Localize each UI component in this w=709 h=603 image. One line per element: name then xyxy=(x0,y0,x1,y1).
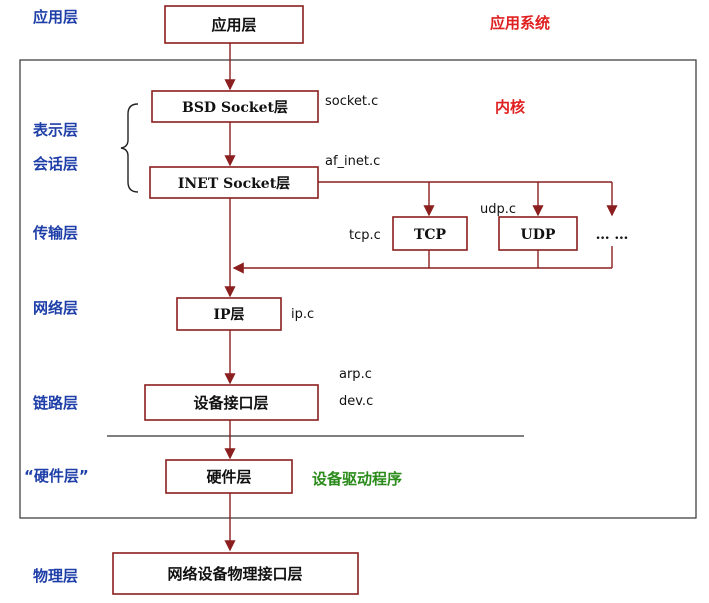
file-arp-c: arp.c xyxy=(339,367,372,382)
kernel-frame xyxy=(19,59,697,519)
hardware-box-label: 硬件层 xyxy=(206,468,251,486)
file-dev-c: dev.c xyxy=(339,394,373,409)
file-ip-c: ip.c xyxy=(291,307,314,322)
file-udp-c: udp.c xyxy=(480,202,516,217)
label-network-layer: 网络层 xyxy=(33,299,78,317)
app-layer-box: 应用层 xyxy=(164,5,304,44)
ip-layer-label: IP层 xyxy=(213,307,244,323)
bsd-socket-box: BSD Socket层 xyxy=(151,90,319,123)
label-presentation-layer: 表示层 xyxy=(33,121,78,139)
label-app-system: 应用系统 xyxy=(490,14,550,32)
physical-interface-box: 网络设备物理接口层 xyxy=(112,552,359,595)
label-link-layer: 链路层 xyxy=(33,394,78,412)
label-device-driver: 设备驱动程序 xyxy=(312,470,402,488)
label-physical-layer: 物理层 xyxy=(33,567,78,585)
label-session-layer: 会话层 xyxy=(33,155,78,173)
inet-socket-box: INET Socket层 xyxy=(149,166,319,199)
label-kernel: 内核 xyxy=(495,98,525,116)
more-protocols-ellipsis: … … xyxy=(596,227,629,243)
bsd-socket-label: BSD Socket层 xyxy=(182,100,288,116)
brace-icon xyxy=(120,103,139,193)
device-interface-box: 设备接口层 xyxy=(144,384,319,421)
app-layer-box-label: 应用层 xyxy=(211,16,256,34)
device-interface-label: 设备接口层 xyxy=(193,394,268,412)
file-af-inet-c: af_inet.c xyxy=(325,154,380,169)
label-application-layer: 应用层 xyxy=(33,8,78,26)
tcp-label: TCP xyxy=(414,227,447,243)
inet-socket-label: INET Socket层 xyxy=(178,176,290,192)
label-transport-layer: 传输层 xyxy=(32,224,78,242)
tcp-box: TCP xyxy=(392,216,468,251)
udp-box: UDP xyxy=(498,216,578,251)
ip-layer-box: IP层 xyxy=(176,297,282,331)
file-socket-c: socket.c xyxy=(325,94,378,109)
physical-interface-label: 网络设备物理接口层 xyxy=(167,565,302,583)
udp-label: UDP xyxy=(521,227,556,243)
file-tcp-c: tcp.c xyxy=(349,228,381,243)
hardware-box: 硬件层 xyxy=(165,459,293,494)
label-hardware-layer: “硬件层” xyxy=(24,467,89,485)
